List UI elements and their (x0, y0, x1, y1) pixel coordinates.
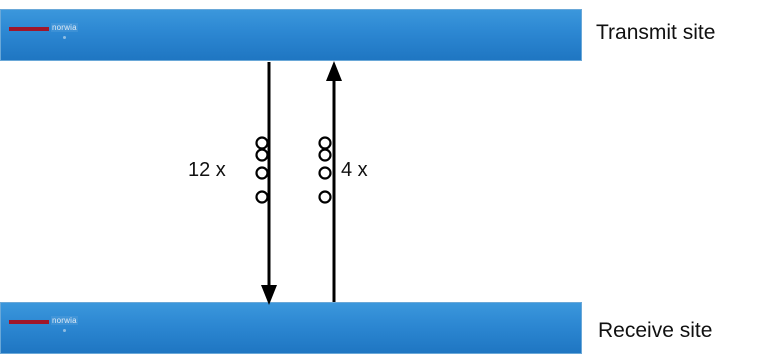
brand-logo-bar (9, 320, 49, 324)
brand-logo-bar (9, 27, 49, 31)
uplink-arrowhead (326, 61, 342, 81)
brand-logo-text: norwia (51, 23, 78, 32)
status-led (63, 329, 66, 332)
transmit-site-label: Transmit site (596, 21, 716, 44)
uplink-coil-icon (318, 136, 332, 204)
downlink-arrowhead (261, 285, 277, 305)
status-led (63, 36, 66, 39)
transmit-device: norwia (0, 9, 582, 61)
uplink-count-label: 4 x (341, 159, 368, 181)
brand-logo-text: norwia (51, 316, 78, 325)
downlink-count-label: 12 x (188, 159, 226, 181)
receive-site-label: Receive site (598, 319, 713, 342)
receive-device: norwia (0, 302, 582, 354)
downlink-coil-icon (255, 136, 269, 204)
